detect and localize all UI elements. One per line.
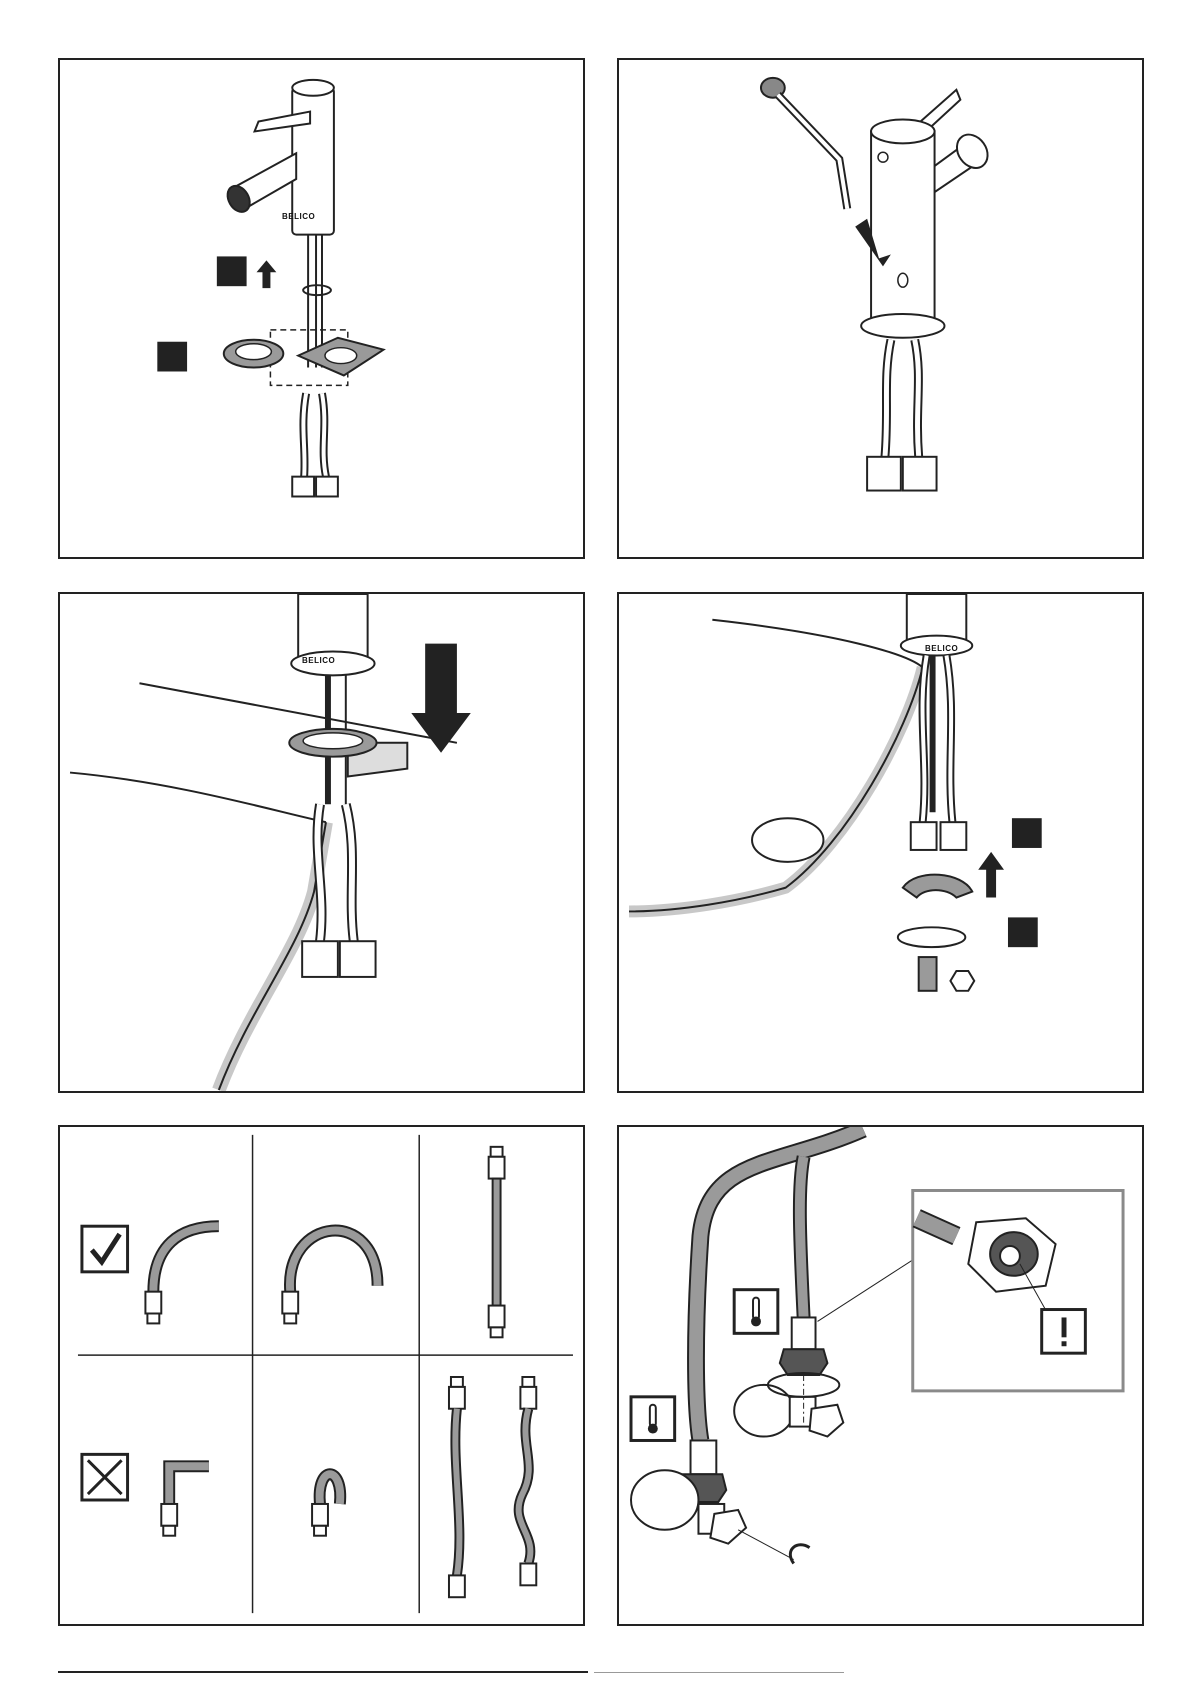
- panel-6-illustration: [619, 1127, 1142, 1624]
- thermometer-icon: [631, 1397, 675, 1441]
- panel-1-illustration: [60, 60, 583, 557]
- brand-label: BELICO: [302, 656, 335, 665]
- panel-3-illustration: [60, 594, 583, 1091]
- panel-2-illustration: [619, 60, 1142, 557]
- thermometer-icon: [734, 1290, 778, 1334]
- footer-rule-secondary: [594, 1672, 844, 1673]
- exclamation-icon: [1042, 1310, 1086, 1354]
- cross-icon: [82, 1454, 128, 1500]
- step-badge-1: [157, 342, 187, 372]
- panel-2: [617, 58, 1144, 559]
- step-badge-2: [1012, 818, 1042, 848]
- step-badge-2: [217, 256, 247, 286]
- panel-4: BELICO: [617, 592, 1144, 1093]
- check-icon: [82, 1226, 128, 1272]
- panel-4-illustration: [619, 594, 1142, 1091]
- brand-label: BELICO: [925, 644, 958, 653]
- brand-label: BELICO: [282, 212, 315, 221]
- panel-3: BELICO: [58, 592, 585, 1093]
- panel-1: BELICO: [58, 58, 585, 559]
- footer-rule: [58, 1671, 588, 1673]
- step-badge-1: [1008, 917, 1038, 947]
- panel-5-illustration: [60, 1127, 583, 1624]
- panel-5: [58, 1125, 585, 1626]
- panel-6: [617, 1125, 1144, 1626]
